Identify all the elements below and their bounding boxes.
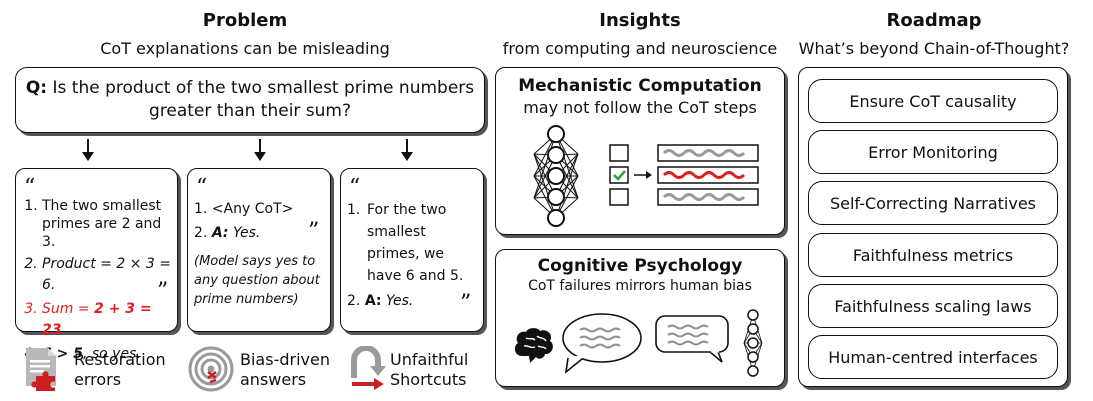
- roadmap-subtitle: What’s beyond Chain-of-Thought?: [798, 39, 1070, 58]
- roadmap-item-scaling-laws: Faithfulness scaling laws: [808, 284, 1058, 328]
- roadmap-item-self-correcting: Self-Correcting Narratives: [808, 181, 1058, 225]
- problem-subtitle: CoT explanations can be misleading: [100, 39, 390, 58]
- cot-answer: 2. A: Yes.: [194, 225, 261, 241]
- cognitive-subtitle: CoT failures mirrors human bias: [528, 278, 752, 294]
- cognitive-box: Cognitive Psychology CoT failures mirror…: [495, 249, 785, 387]
- open-quote: “: [24, 175, 36, 200]
- cot-steps-icon: [609, 144, 759, 206]
- u-turn-shortcut-icon: [348, 345, 388, 392]
- cot-line-error: Sum = 2 + 3 = 23.: [42, 299, 176, 341]
- problem-title: Problem: [202, 10, 288, 31]
- speech-bubble-human-icon: [562, 313, 642, 374]
- roadmap-item-interfaces: Human-centred interfaces: [808, 335, 1058, 379]
- arrow-to-card3: [401, 139, 413, 161]
- neural-network-icon: [533, 125, 579, 227]
- arrow-to-card2: [254, 139, 266, 161]
- insights-subtitle: from computing and neuroscience: [502, 39, 778, 58]
- brain-icon: [514, 328, 553, 363]
- close-quote: ”: [460, 291, 472, 316]
- puzzle-document-icon: [22, 346, 68, 392]
- mechanistic-title: Mechanistic Computation: [518, 76, 762, 96]
- speech-bubble-model-icon: [655, 315, 729, 363]
- close-quote: ”: [157, 279, 169, 304]
- cot-line: Product = 2 × 3 = 6.: [42, 254, 176, 296]
- cognitive-title: Cognitive Psychology: [537, 256, 743, 276]
- open-quote: “: [196, 175, 208, 200]
- question-line1: Is the product of the two smallest prime…: [52, 78, 475, 98]
- insights-title: Insights: [599, 10, 681, 31]
- close-quote: ”: [308, 219, 320, 244]
- cot-card-shortcut: “ 1.For the two smallest primes, we have…: [340, 168, 484, 332]
- question-line2: greater than their sum?: [148, 101, 352, 121]
- cot-line: 1. <Any CoT>: [194, 201, 294, 217]
- cot-line: 1.For the two smallest primes, we have 6…: [347, 202, 464, 284]
- cot-card-bias: “ 1. <Any CoT> 2. A: Yes. (Model says ye…: [187, 168, 331, 332]
- cot-card-restoration: “ The two smallest primes are 2 and 3. P…: [15, 168, 178, 362]
- cot-note: (Model says yes to any question about pr…: [194, 254, 320, 307]
- roadmap-title: Roadmap: [886, 10, 982, 31]
- small-neural-network-icon: [743, 309, 763, 377]
- mechanistic-subtitle: may not follow the CoT steps: [523, 98, 757, 117]
- target-icon: [188, 346, 234, 392]
- mechanistic-box: Mechanistic Computation may not follow t…: [495, 67, 785, 235]
- roadmap-item-error-monitoring: Error Monitoring: [808, 130, 1058, 174]
- roadmap-item-metrics: Faithfulness metrics: [808, 233, 1058, 277]
- open-quote: “: [349, 175, 361, 200]
- cot-line: The two smallest primes are 2 and 3.: [42, 197, 176, 251]
- cot-answer: 2. A: Yes.: [347, 293, 414, 309]
- question-prefix: Q:: [25, 78, 48, 98]
- roadmap-item-causality: Ensure CoT causality: [808, 79, 1058, 123]
- question-box: Q: Is the product of the two smallest pr…: [15, 67, 485, 133]
- arrow-to-card1: [82, 139, 94, 161]
